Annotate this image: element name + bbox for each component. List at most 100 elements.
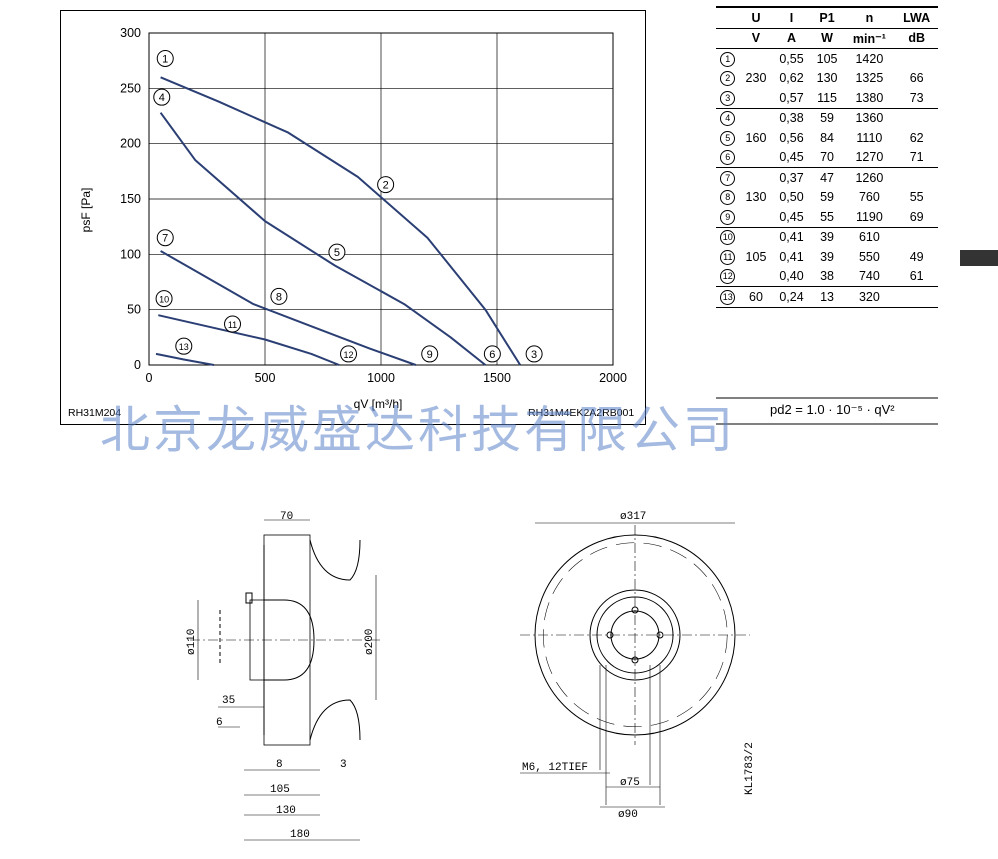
table-cell: 0,45 bbox=[779, 209, 804, 224]
curve-label-circle bbox=[175, 337, 193, 355]
dim-8: 8 bbox=[276, 759, 283, 771]
row-index-badge: 3 bbox=[720, 90, 736, 106]
watermark-text: 北京龙威盛达科技有限公司 bbox=[100, 401, 736, 459]
dim-130: 130 bbox=[276, 805, 296, 817]
x-axis-label: qV [m³/h] bbox=[354, 397, 403, 411]
chart-grid bbox=[148, 32, 614, 366]
row-index-badge: 8 bbox=[720, 190, 736, 206]
table-cell bbox=[740, 207, 773, 227]
row-index-badge: 10 bbox=[720, 230, 736, 246]
curve-label-circle bbox=[421, 345, 439, 363]
dim-3: 3 bbox=[340, 759, 347, 771]
curve-label-circle bbox=[270, 287, 288, 305]
chart-right-code: RH31M4EK2A2RB001 bbox=[528, 407, 634, 419]
table-header-row: U I P1 n LWA bbox=[716, 7, 938, 28]
curve-label-text: 1 bbox=[162, 53, 168, 65]
curve-label-6: 6 bbox=[483, 345, 501, 363]
curve-label-circle bbox=[153, 88, 171, 106]
dim-m6-thread: M6, 12TIEF bbox=[522, 762, 588, 774]
curve-label-text: 10 bbox=[159, 295, 169, 305]
row-index-cell: 5 bbox=[716, 128, 740, 148]
formula: pd2 = 1.0 · 10⁻⁵ · qV² bbox=[770, 402, 895, 417]
table-cell: 0,40 bbox=[779, 269, 804, 284]
table-cell: 0,38 bbox=[772, 107, 811, 128]
curve-label-9: 9 bbox=[421, 345, 439, 363]
dim-110: ø110 bbox=[186, 629, 198, 655]
dim-105: 105 bbox=[270, 784, 290, 796]
curve-label-text: 4 bbox=[159, 92, 165, 104]
dim-70: 70 bbox=[280, 511, 293, 523]
table-header: P1 bbox=[819, 10, 835, 25]
y-tick-label: 0 bbox=[134, 358, 141, 372]
series-line-10 bbox=[158, 314, 340, 366]
curve-label-1: 1 bbox=[156, 49, 174, 67]
table-cell: 550 bbox=[858, 249, 880, 264]
table-cell: 59 bbox=[820, 190, 834, 205]
table-cell: 130 bbox=[745, 190, 767, 205]
curve-label-circle bbox=[340, 345, 358, 363]
row-index-badge: 13 bbox=[720, 289, 736, 305]
y-tick-label: 250 bbox=[120, 81, 141, 95]
curve-label-circle bbox=[483, 345, 501, 363]
table-cell: 160 bbox=[745, 130, 767, 145]
table-cell: 105 bbox=[810, 48, 844, 69]
table-cell: 39 bbox=[810, 226, 844, 247]
curve-label-text: 13 bbox=[179, 342, 189, 352]
curve-label-text: 2 bbox=[383, 180, 389, 192]
dim-35: 35 bbox=[222, 695, 235, 707]
y-tick-label: 200 bbox=[120, 137, 141, 151]
table-cell: 0,50 bbox=[779, 190, 804, 205]
table-cell: 610 bbox=[843, 226, 896, 247]
table-unit: dB bbox=[895, 27, 938, 49]
dim-90: ø90 bbox=[618, 809, 638, 821]
table-unit: W bbox=[810, 27, 844, 49]
table-cell: 0,57 bbox=[779, 90, 804, 105]
table-cell: 70 bbox=[820, 150, 834, 165]
table-cell: 760 bbox=[858, 190, 880, 205]
curve-label-text: 7 bbox=[162, 233, 168, 245]
table-cell: 1190 bbox=[855, 209, 883, 224]
series-line-13 bbox=[155, 352, 215, 366]
curve-label-text: 12 bbox=[344, 350, 354, 360]
curve-label-circle bbox=[525, 345, 543, 363]
table-cell: 13 bbox=[810, 286, 844, 307]
table-cell: 0,37 bbox=[772, 167, 811, 188]
curve-label-5: 5 bbox=[328, 243, 346, 261]
curve-label-circle bbox=[328, 243, 346, 261]
row-index-badge: 4 bbox=[720, 111, 736, 127]
row-index-cell: 8 bbox=[716, 188, 740, 208]
table-cell: 0,56 bbox=[779, 130, 804, 145]
curve-label-circle bbox=[377, 176, 395, 194]
table-cell: 62 bbox=[909, 130, 924, 145]
table-cell: 740 bbox=[858, 269, 880, 284]
table-cell: 320 bbox=[843, 286, 896, 307]
dim-317: ø317 bbox=[620, 511, 646, 523]
table-cell: 0,62 bbox=[779, 71, 804, 86]
table-cell bbox=[895, 48, 938, 69]
table-cell: 130 bbox=[816, 71, 838, 86]
series-line-4 bbox=[159, 112, 487, 366]
table-cell: 1360 bbox=[843, 107, 896, 128]
curve-label-13: 13 bbox=[175, 337, 193, 355]
table-unit: V bbox=[739, 27, 773, 49]
table-cell: 84 bbox=[820, 130, 834, 145]
table-header: I bbox=[789, 10, 794, 25]
curve-label-7: 7 bbox=[156, 229, 174, 247]
dim-75: ø75 bbox=[620, 777, 640, 789]
curve-label-text: 3 bbox=[531, 349, 537, 361]
front-view-drawing: ø317 M6, 12TIEF ø75 ø90 KL1783/2 bbox=[520, 511, 756, 821]
x-tick-label: 2000 bbox=[599, 371, 627, 385]
curve-label-text: 9 bbox=[427, 349, 433, 361]
table-cell: 39 bbox=[820, 249, 834, 264]
x-tick-label: 1500 bbox=[483, 371, 511, 385]
series-line-7 bbox=[160, 250, 417, 366]
table-cell: 38 bbox=[820, 269, 834, 284]
